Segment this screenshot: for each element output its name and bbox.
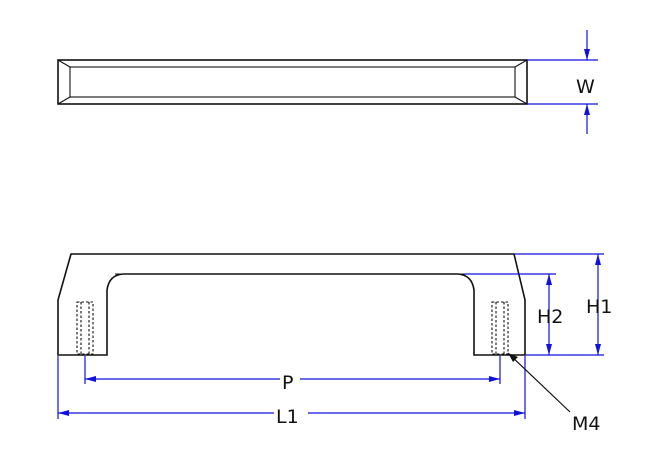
thread-hole-outline xyxy=(76,301,94,355)
right-thread-hole xyxy=(491,301,509,355)
top-view-chamfer-line xyxy=(514,59,528,68)
front-view xyxy=(57,253,526,356)
arrowhead xyxy=(58,410,69,416)
thread-callout: M4 xyxy=(507,352,600,435)
height-inner-label: H2 xyxy=(537,306,563,328)
top-view-chamfer-line xyxy=(57,59,71,68)
thread-hole-outline xyxy=(491,301,509,355)
label-gap xyxy=(280,366,300,390)
arrowhead xyxy=(584,104,590,115)
pitch-dimension: P xyxy=(84,356,501,394)
top-view-chamfer-line xyxy=(57,96,71,105)
overall-length-dimension: L1 xyxy=(57,356,526,428)
leader-arrowhead xyxy=(508,353,518,362)
arrowhead xyxy=(584,49,590,60)
arrowhead xyxy=(85,376,96,382)
top-view-chamfer-line xyxy=(514,96,528,105)
overall-length-label: L1 xyxy=(276,406,299,428)
arrowhead xyxy=(595,254,601,265)
pitch-label: P xyxy=(282,372,293,394)
top-view-outer-outline xyxy=(57,59,528,105)
label-gap xyxy=(274,399,308,425)
width-dimension: W xyxy=(527,30,598,134)
top-view xyxy=(57,59,528,105)
width-label: W xyxy=(576,76,595,98)
arrowhead xyxy=(546,344,552,355)
front-view-outline xyxy=(57,253,526,356)
left-thread-hole xyxy=(76,301,94,355)
top-view-inner-outline xyxy=(69,66,516,98)
leader-line xyxy=(507,352,571,413)
arrowhead xyxy=(514,410,525,416)
height-total-dimension: H1 xyxy=(514,253,612,356)
height-inner-dimension: H2 xyxy=(465,273,563,355)
arrowhead xyxy=(546,274,552,285)
thread-label: M4 xyxy=(572,413,600,435)
arrowhead xyxy=(595,344,601,355)
arrowhead xyxy=(489,376,500,382)
height-total-label: H1 xyxy=(586,296,612,318)
